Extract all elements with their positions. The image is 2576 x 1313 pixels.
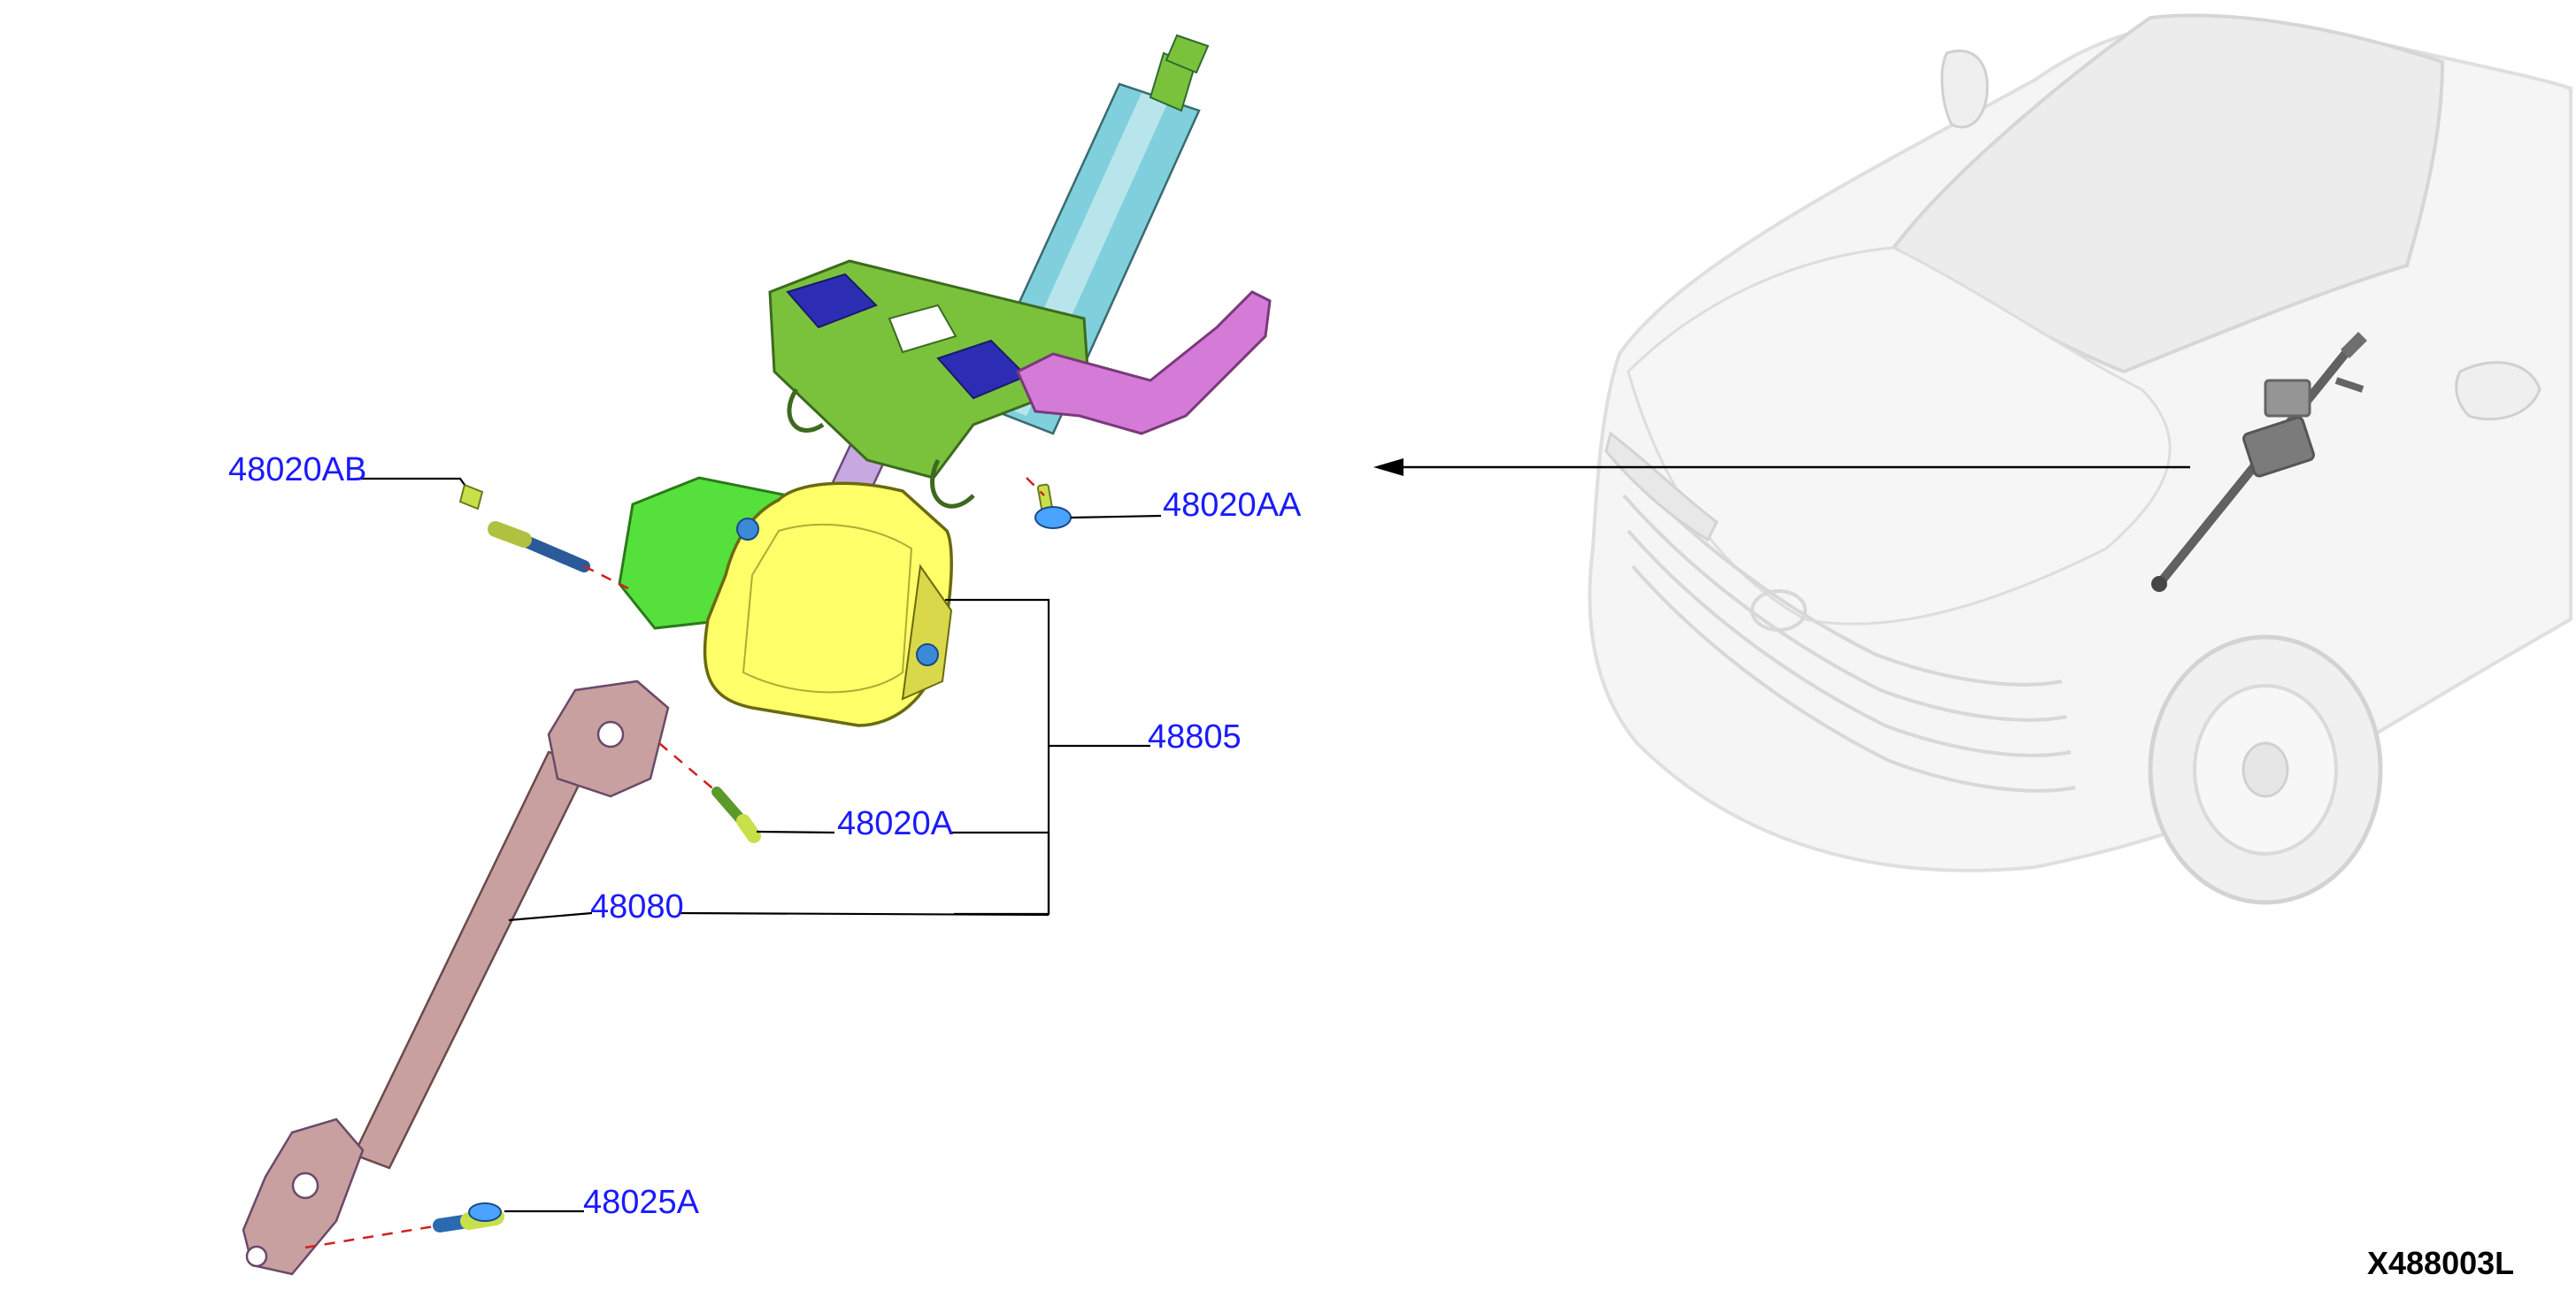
vehicle-mirror-right (2455, 361, 2541, 421)
bolt-48025a[interactable] (433, 1202, 504, 1232)
callout-48080[interactable]: 48080 (590, 888, 684, 925)
vehicle-hood (1626, 246, 2172, 626)
callout-leader-lines (356, 477, 1162, 1213)
vehicle-column-location (2151, 332, 2367, 592)
callout-48025a[interactable]: 48025A (583, 1184, 700, 1221)
column-mounting-bracket (768, 259, 1090, 509)
callout-48020ab[interactable]: 48020AB (228, 451, 366, 488)
diagram-id-code: X488003L (2367, 1245, 2514, 1281)
vehicle-mirror-left (1941, 49, 1989, 129)
callout-48805[interactable]: 48805 (1148, 718, 1242, 756)
intermediate-shaft (242, 680, 670, 1276)
steering-column-assembly[interactable] (242, 34, 1272, 1276)
vehicle-headlamp (1604, 431, 1719, 542)
bolt-48020ab[interactable] (458, 483, 590, 572)
assembly-guide-lines (304, 477, 1045, 1249)
callout-48020aa[interactable]: 48020AA (1163, 487, 1302, 524)
vehicle-location-view (1588, 13, 2572, 905)
tilt-lever (1016, 290, 1272, 435)
location-arrow (1373, 458, 2190, 476)
bolt-48020aa[interactable] (1034, 483, 1072, 529)
bolt-48020a[interactable] (711, 787, 761, 843)
eps-motor-housing (703, 481, 953, 727)
callout-48020a[interactable]: 48020A (837, 805, 954, 842)
vehicle-windshield (1891, 13, 2445, 374)
vehicle-grille (1618, 458, 2076, 793)
